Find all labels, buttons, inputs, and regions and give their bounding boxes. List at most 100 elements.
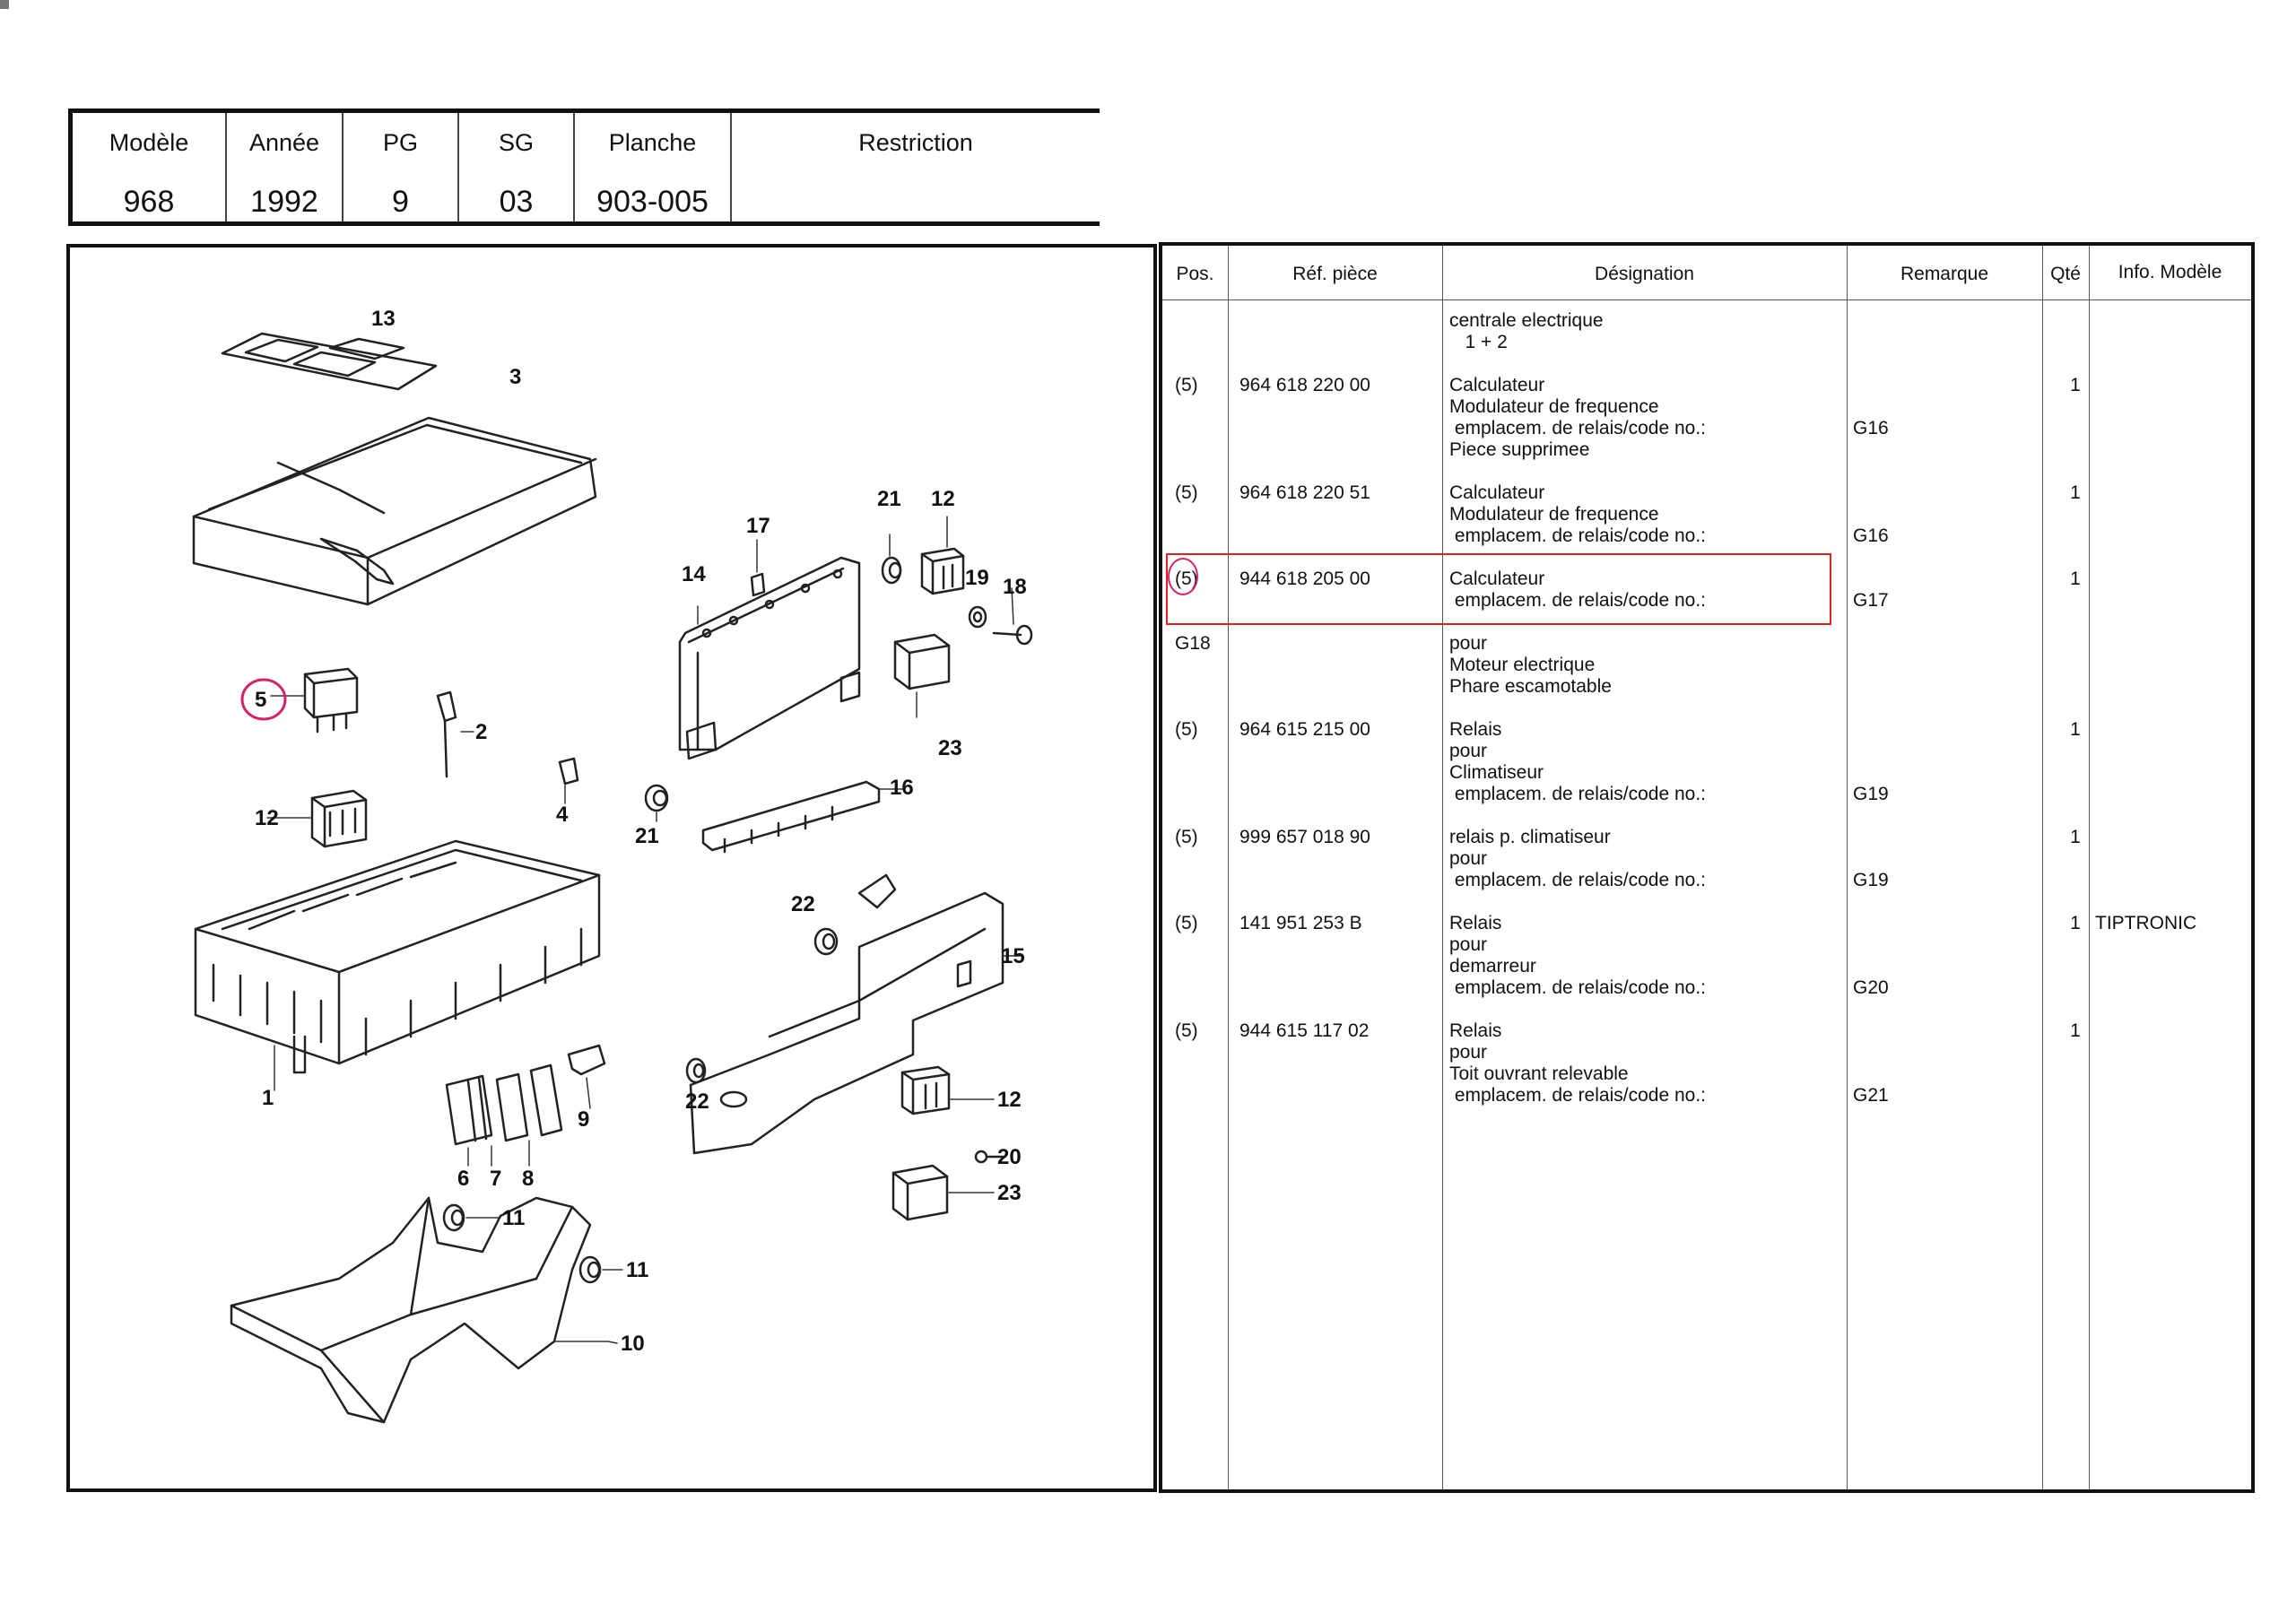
header-table: Modèle 968 Année 1992 PG 9 SG 03 Planche…	[68, 108, 1100, 226]
header-label: PG	[382, 129, 418, 156]
part-13-cover-plate	[221, 332, 438, 391]
designation-line: Relais	[1449, 719, 1502, 740]
header-cell-model: Modèle 968	[73, 113, 227, 221]
designation-line: emplacem. de relais/code no.:	[1449, 418, 1706, 438]
header-cell-year: Année 1992	[227, 113, 344, 221]
header-cell-planche: Planche 903-005	[575, 113, 732, 221]
cell-remark: G19	[1853, 870, 1889, 890]
part-15-mounting-plate	[689, 873, 1022, 1155]
designation-line: demarreur	[1449, 956, 1536, 976]
header-cell-restriction: Restriction	[732, 113, 1100, 221]
part-23-holder-bottom	[891, 1164, 995, 1221]
header-value: 903-005	[596, 185, 709, 219]
cell-pos: (5)	[1175, 827, 1198, 847]
scan-corner-mark	[0, 0, 9, 9]
designation-line: emplacem. de relais/code no.:	[1449, 977, 1706, 998]
cell-remark: G16	[1853, 418, 1889, 438]
designation-line: Toit ouvrant relevable	[1449, 1063, 1629, 1084]
callout: 20	[997, 1145, 1022, 1169]
highlight-box	[1166, 553, 1831, 625]
callout: 16	[890, 776, 914, 800]
part-22-nut-upper	[813, 927, 839, 956]
part-23-holder-top	[893, 633, 951, 718]
cell-pos: (5)	[1175, 375, 1198, 395]
header-label: SG	[498, 129, 534, 156]
callout: 15	[1001, 944, 1025, 968]
part-12-relay-right	[900, 1065, 995, 1115]
cell-ref: 964 618 220 00	[1239, 375, 1370, 395]
part-20-screw	[974, 1150, 1004, 1164]
designation-line: pour	[1449, 934, 1488, 955]
cell-qty: 1	[2070, 568, 2081, 589]
designation-line: Modulateur de frequence	[1449, 396, 1659, 417]
designation-line: Climatiseur	[1449, 762, 1544, 783]
cell-ref: 964 618 220 51	[1239, 482, 1370, 503]
col-header-remark: Remarque	[1900, 264, 1989, 284]
col-header-designation: Désignation	[1595, 264, 1694, 284]
header-label: Année	[248, 129, 320, 156]
callout: 2	[475, 720, 487, 744]
col-header-pos: Pos.	[1176, 264, 1214, 284]
callout: 3	[509, 365, 521, 389]
header-value: 9	[392, 185, 409, 219]
designation-line: pour	[1449, 741, 1488, 761]
diagram-drawing: 13 3 17 21 12 14 19 18 5 2 16 4 21 23 12…	[192, 307, 1033, 1424]
cell-pos: G18	[1175, 633, 1211, 654]
callout: 23	[997, 1181, 1022, 1205]
callout: 12	[255, 806, 279, 830]
cell-ref: 964 615 215 00	[1239, 719, 1370, 740]
cell-pos: (5)	[1175, 1020, 1198, 1041]
callout: 21	[877, 487, 901, 511]
part-18-screw	[992, 587, 1033, 646]
callout: 18	[1003, 575, 1027, 599]
callout: 4	[556, 803, 569, 827]
designation-line: pour	[1449, 848, 1488, 869]
header-label: Modèle	[109, 129, 189, 156]
cell-pos: (5)	[1175, 482, 1198, 503]
header-label: Planche	[608, 129, 697, 156]
callout: 13	[371, 307, 396, 331]
header-divider	[1162, 299, 2251, 300]
part-4-fuse	[558, 757, 579, 804]
exploded-parts-diagram: 13 3 17 21 12 14 19 18 5 2 16 4 21 23 12…	[66, 244, 1157, 1492]
annotation-circle-part-5	[240, 678, 287, 721]
callout: 10	[621, 1332, 645, 1356]
parts-list-table: Pos. Réf. pièce Désignation Remarque Qté…	[1159, 242, 2255, 1493]
designation-line: relais p. climatiseur	[1449, 827, 1611, 847]
designation-line: Relais	[1449, 1020, 1502, 1041]
cell-qty: 1	[2070, 375, 2081, 395]
cell-qty: 1	[2070, 1020, 2081, 1041]
designation-line: centrale electrique	[1449, 310, 1604, 331]
header-label: Restriction	[858, 129, 973, 156]
part-6-7-8-connectors	[445, 1063, 563, 1167]
part-5-relay	[270, 667, 359, 733]
callout: 23	[938, 736, 962, 760]
designation-line: pour	[1449, 1042, 1488, 1063]
designation-line: 1 + 2	[1449, 332, 1508, 352]
cell-qty: 1	[2070, 827, 2081, 847]
part-3-box-lid	[192, 416, 597, 606]
designation-line: Moteur electrique	[1449, 655, 1596, 675]
part-11-nut-left	[442, 1203, 500, 1232]
designation-line: Calculateur	[1449, 482, 1545, 503]
col-header-ref: Réf. pièce	[1292, 264, 1378, 284]
cell-ref: 944 618 205 00	[1239, 568, 1370, 589]
part-12-relay-left	[266, 789, 368, 848]
designation-line: emplacem. de relais/code no.:	[1449, 1085, 1706, 1106]
cell-ref: 141 951 253 B	[1239, 913, 1362, 933]
callout: 5	[255, 688, 266, 712]
callout: 9	[578, 1107, 589, 1132]
designation-line: Modulateur de frequence	[1449, 504, 1659, 525]
part-1-fuse-box	[194, 839, 601, 1091]
cell-remark: G17	[1853, 590, 1889, 611]
part-10-tray	[230, 1196, 618, 1424]
designation-line: emplacem. de relais/code no.:	[1449, 784, 1706, 804]
callout: 8	[522, 1167, 534, 1191]
callout: 7	[490, 1167, 501, 1191]
cell-pos: (5)	[1175, 719, 1198, 740]
callout: 21	[635, 824, 659, 848]
col-header-qty: Qté	[2050, 264, 2081, 284]
cell-remark: G20	[1853, 977, 1889, 998]
designation-line: Relais	[1449, 913, 1502, 933]
cell-qty: 1	[2070, 719, 2081, 740]
